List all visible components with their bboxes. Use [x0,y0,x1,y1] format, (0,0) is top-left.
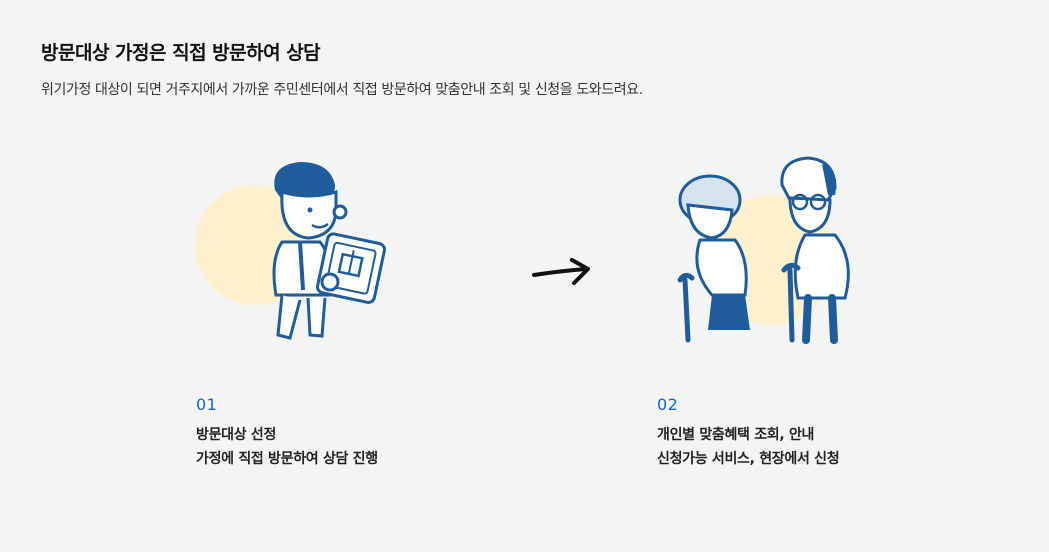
step-description: 방문대상 선정 가정에 직접 방문하여 상담 진행 [196,423,378,471]
step-number: 01 [196,395,218,414]
step-detail: 가정에 직접 방문하여 상담 진행 [196,451,378,467]
elderly-couple-with-canes-illustration [650,150,870,350]
step-detail: 신청가능 서비스, 현장에서 신청 [657,451,840,467]
page-subtitle: 위기가정 대상이 되면 거주지에서 가까운 주민센터에서 직접 방문하여 맞춤안… [41,82,643,98]
step-title: 개인별 맞춤혜택 조회, 안내 [657,427,815,443]
page-title: 방문대상 가정은 직접 방문하여 상담 [41,42,321,64]
step-description: 개인별 맞춤혜택 조회, 안내 신청가능 서비스, 현장에서 신청 [657,423,840,471]
right-arrow-icon [530,255,594,291]
social-worker-with-tablet-illustration [190,150,390,350]
step-title: 방문대상 선정 [196,427,277,443]
step-number: 02 [657,395,679,414]
